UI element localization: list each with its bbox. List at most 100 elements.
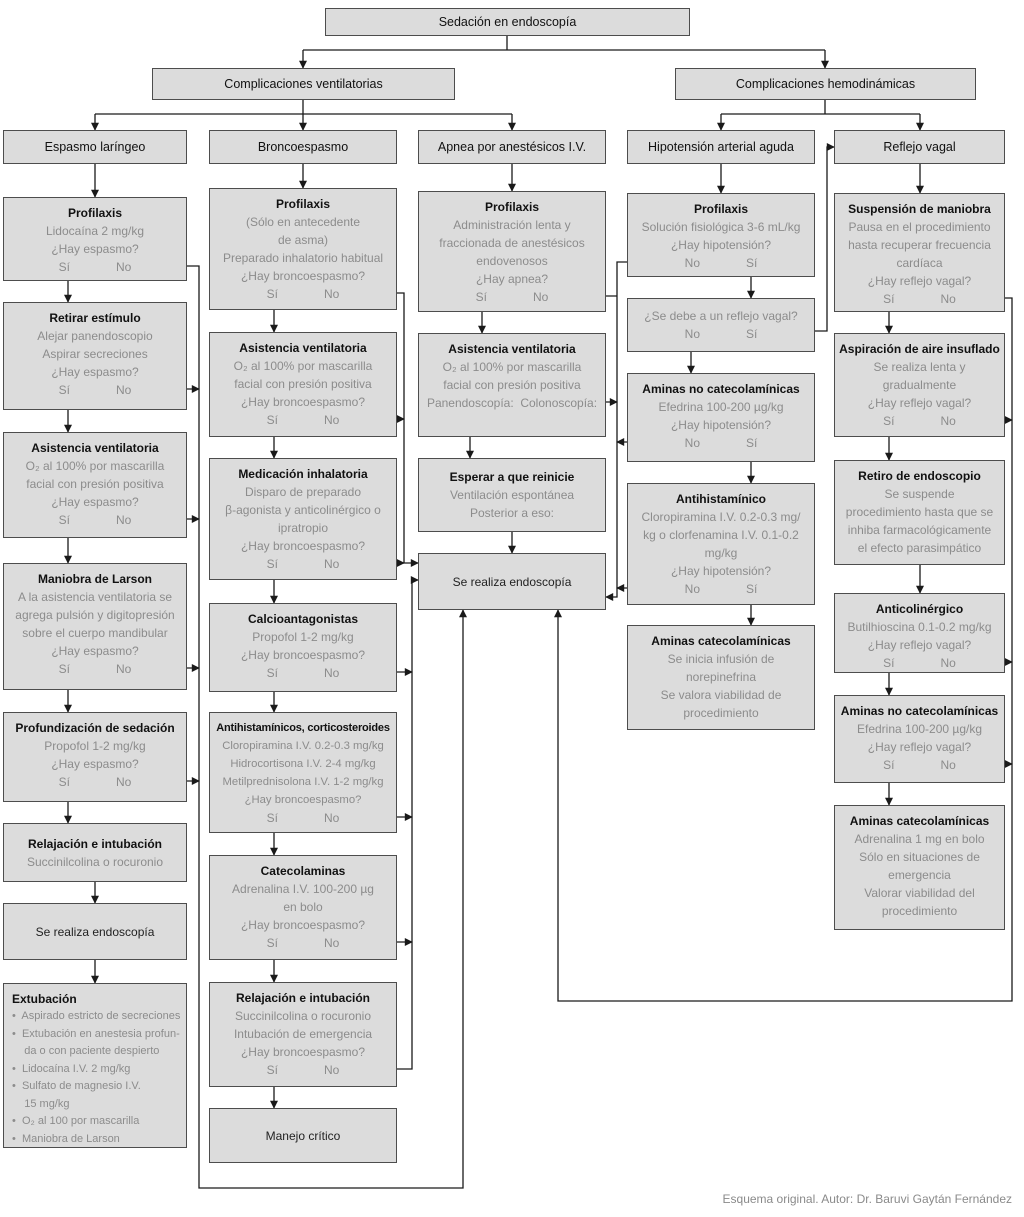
node-body: (Sólo en antecedente de asma) Preparado … — [222, 215, 384, 283]
node-title: Relajación e intubación — [27, 836, 163, 851]
answer-left: No — [684, 256, 700, 270]
node-body: Se inicia infusión de norepinefrina Se v… — [660, 652, 782, 720]
node-title: Aminas catecolamínicas — [849, 814, 990, 828]
node-hipotension-antihistaminico: Antihistamínico Cloropiramina I.V. 0.2-0… — [627, 483, 815, 605]
node-espasmo-endoscopia: Se realiza endoscopía — [3, 903, 187, 960]
answer-right: No — [116, 513, 132, 527]
answer-left: Sí — [266, 811, 278, 825]
node-title: Aminas no catecolamínicas — [642, 382, 800, 396]
node-body: O₂ al 100% por mascarilla facial con pre… — [426, 360, 598, 410]
node-espasmo-retirar-estimulo: Retirar estímulo Alejar panendoscopio As… — [3, 302, 187, 410]
answer-right: Sí — [746, 327, 758, 341]
node-root-title: Sedación en endoscopía — [325, 8, 690, 36]
node-header-hipotension: Hipotensión arterial aguda — [627, 130, 815, 164]
node-title: Profilaxis — [693, 202, 749, 216]
node-espasmo-profilaxis: Profilaxis Lidocaína 2 mg/kg ¿Hay espasm… — [3, 197, 187, 281]
node-body: Se suspende procedimiento hasta que se i… — [845, 487, 994, 555]
node-header-apnea: Apnea por anestésicos I.V. — [418, 130, 606, 164]
node-title: Catecolaminas — [260, 864, 346, 878]
node-body: Adrenalina I.V. 100-200 µg en bolo ¿Hay … — [232, 882, 374, 932]
node-apnea-profilaxis: Profilaxis Administración lenta y fracci… — [418, 191, 606, 312]
node-title: Profilaxis — [275, 197, 331, 211]
node-body: • Aspirado estricto de secreciones • Ext… — [12, 1010, 181, 1145]
root-title-label: Sedación en endoscopía — [438, 15, 577, 29]
node-body: ¿Se debe a un reflejo vagal? — [644, 309, 798, 323]
answer-right: No — [940, 292, 956, 306]
answer-right: Sí — [746, 582, 758, 596]
column-header-label: Hipotensión arterial aguda — [648, 140, 794, 154]
node-hipotension-aminas-catecol: Aminas catecolamínicas Se inicia infusió… — [627, 625, 815, 730]
answer-right: No — [324, 557, 340, 571]
node-bronco-relajacion: Relajación e intubación Succinilcolina o… — [209, 982, 397, 1087]
answer-left: Sí — [266, 557, 278, 571]
node-body: Solución fisiológica 3-6 mL/kg ¿Hay hipo… — [641, 220, 801, 252]
column-header-label: Espasmo laríngeo — [44, 140, 146, 154]
node-vagal-retiro: Retiro de endoscopio Se suspende procedi… — [834, 460, 1005, 565]
answer-left: Sí — [475, 290, 487, 304]
answer-right: No — [324, 287, 340, 301]
node-body: Ventilación espontánea Posterior a eso: — [449, 488, 575, 520]
node-body: Disparo de preparado β-agonista y antico… — [225, 485, 381, 553]
node-vagal-suspension: Suspensión de maniobra Pausa en el proce… — [834, 193, 1005, 312]
node-espasmo-relajacion: Relajación e intubación Succinilcolina o… — [3, 823, 187, 882]
answer-left: Sí — [58, 513, 70, 527]
node-title: Maniobra de Larson — [37, 572, 153, 586]
node-body: Cloropiramina I.V. 0.2-0.3 mg/ kg o clor… — [641, 510, 801, 578]
node-header-reflejo-vagal: Reflejo vagal — [834, 130, 1005, 164]
node-espasmo-larson: Maniobra de Larson A la asistencia venti… — [3, 563, 187, 690]
node-title: Calcioantagonistas — [247, 612, 359, 626]
node-bronco-catecolaminas: Catecolaminas Adrenalina I.V. 100-200 µg… — [209, 855, 397, 960]
node-title: Antihistamínicos, corticosteroides — [216, 722, 390, 734]
node-body: Lidocaína 2 mg/kg ¿Hay espasmo? — [45, 224, 145, 256]
node-vagal-anticolinergico: Anticolinérgico Butilhioscina 0.1-0.2 mg… — [834, 593, 1005, 673]
node-espasmo-profundizacion: Profundización de sedación Propofol 1-2 … — [3, 712, 187, 802]
node-apnea-esperar: Esperar a que reinicie Ventilación espon… — [418, 458, 606, 532]
answer-right: No — [940, 758, 956, 772]
answer-left: No — [684, 436, 700, 450]
answer-right: No — [940, 414, 956, 428]
node-hipotension-profilaxis: Profilaxis Solución fisiológica 3-6 mL/k… — [627, 193, 815, 277]
node-header-broncoespasmo: Broncoespasmo — [209, 130, 397, 164]
node-hipotension-aminas-no-catecol: Aminas no catecolamínicas Efedrina 100-2… — [627, 373, 815, 462]
node-title: Asistencia ventilatoria — [31, 441, 159, 455]
node-branch-hemodinamicas: Complicaciones hemodinámicas — [675, 68, 976, 100]
answer-left: Sí — [266, 936, 278, 950]
node-bronco-antihistaminicos: Antihistamínicos, corticosteroides Cloro… — [209, 712, 397, 833]
node-vagal-aminas-no-catecol: Aminas no catecolamínicas Efedrina 100-2… — [834, 695, 1005, 783]
node-title: Aspiración de aire insuflado — [839, 342, 1000, 356]
answer-right: No — [324, 1063, 340, 1077]
node-title: Se realiza endoscopía — [452, 574, 572, 589]
answer-right: Sí — [746, 256, 758, 270]
answer-right: No — [533, 290, 549, 304]
answer-left: Sí — [266, 413, 278, 427]
node-central-endoscopia: Se realiza endoscopía — [418, 553, 606, 610]
answer-left: Sí — [58, 383, 70, 397]
node-vagal-aminas-catecol: Aminas catecolamínicas Adrenalina 1 mg e… — [834, 805, 1005, 930]
node-title: Asistencia ventilatoria — [239, 341, 367, 355]
answer-left: Sí — [883, 292, 895, 306]
node-bronco-asistencia: Asistencia ventilatoria O₂ al 100% por m… — [209, 332, 397, 437]
node-espasmo-extubacion: Extubación • Aspirado estricto de secrec… — [3, 983, 187, 1148]
node-body: O₂ al 100% por mascarilla facial con pre… — [233, 359, 373, 409]
column-header-label: Apnea por anestésicos I.V. — [437, 140, 587, 154]
answer-left: Sí — [58, 662, 70, 676]
node-body: Propofol 1-2 mg/kg ¿Hay broncoespasmo? — [240, 630, 366, 662]
answer-right: No — [324, 936, 340, 950]
answer-right: Sí — [746, 436, 758, 450]
node-title: Antihistamínico — [675, 492, 766, 506]
node-title: Profilaxis — [484, 200, 540, 214]
node-title: Extubación — [12, 992, 77, 1006]
answer-left: Sí — [58, 775, 70, 789]
node-bronco-profilaxis: Profilaxis (Sólo en antecedente de asma)… — [209, 188, 397, 310]
node-bronco-medicacion-inhalatoria: Medicación inhalatoria Disparo de prepar… — [209, 458, 397, 580]
answer-right: No — [116, 260, 132, 274]
node-title: Se realiza endoscopía — [35, 924, 155, 939]
node-branch-ventilatorias: Complicaciones ventilatorias — [152, 68, 455, 100]
node-espasmo-asistencia: Asistencia ventilatoria O₂ al 100% por m… — [3, 432, 187, 538]
node-header-espasmo: Espasmo laríngeo — [3, 130, 187, 164]
node-title: Asistencia ventilatoria — [448, 342, 576, 356]
column-header-label: Reflejo vagal — [883, 140, 956, 154]
answer-right: No — [324, 666, 340, 680]
answer-left: Sí — [883, 656, 895, 670]
